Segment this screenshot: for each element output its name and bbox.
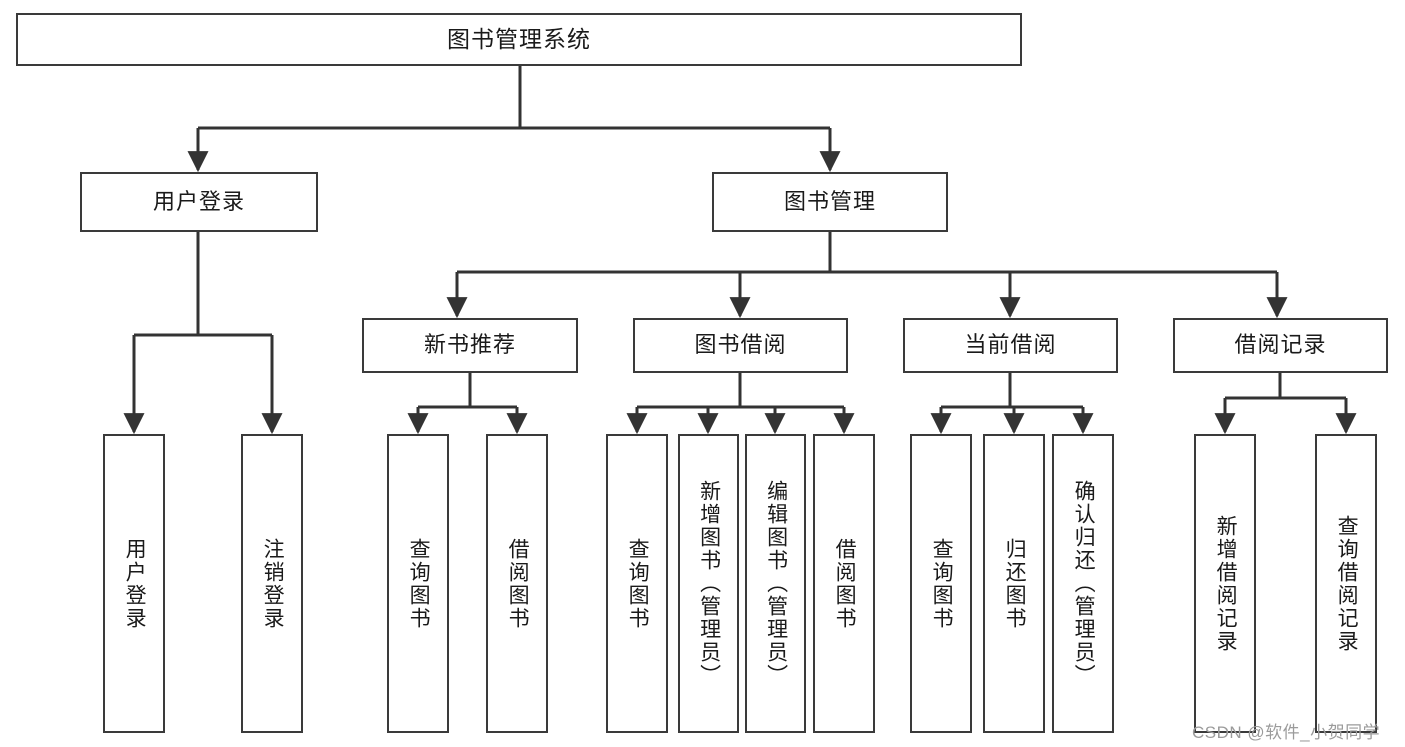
node-root-book-management-system[interactable]: 图书管理系统 xyxy=(16,13,1022,66)
node-leaf-query-books-borrow[interactable]: 查询图书 xyxy=(606,434,668,733)
node-leaf-return-books[interactable]: 归还图书 xyxy=(983,434,1045,733)
node-leaf-confirm-return-admin[interactable]: 确认归还（管理员） xyxy=(1052,434,1114,733)
node-leaf-logout[interactable]: 注销登录 xyxy=(241,434,303,733)
node-current-borrowing[interactable]: 当前借阅 xyxy=(903,318,1118,373)
node-leaf-borrow-books[interactable]: 借阅图书 xyxy=(813,434,875,733)
node-leaf-query-books-new[interactable]: 查询图书 xyxy=(387,434,449,733)
node-book-management[interactable]: 图书管理 xyxy=(712,172,948,232)
csdn-watermark: CSDN @软件_小贺同学 xyxy=(1192,723,1381,742)
node-new-book-recommendation[interactable]: 新书推荐 xyxy=(362,318,578,373)
node-leaf-borrow-books-new[interactable]: 借阅图书 xyxy=(486,434,548,733)
node-leaf-query-borrow-record[interactable]: 查询借阅记录 xyxy=(1315,434,1377,733)
node-book-borrowing[interactable]: 图书借阅 xyxy=(633,318,848,373)
node-user-login[interactable]: 用户登录 xyxy=(80,172,318,232)
node-leaf-add-book-admin[interactable]: 新增图书（管理员） xyxy=(678,434,739,733)
node-leaf-query-books-current[interactable]: 查询图书 xyxy=(910,434,972,733)
node-leaf-user-login[interactable]: 用户登录 xyxy=(103,434,165,733)
node-leaf-add-borrow-record[interactable]: 新增借阅记录 xyxy=(1194,434,1256,733)
node-leaf-edit-book-admin[interactable]: 编辑图书（管理员） xyxy=(745,434,806,733)
node-borrowing-records[interactable]: 借阅记录 xyxy=(1173,318,1388,373)
